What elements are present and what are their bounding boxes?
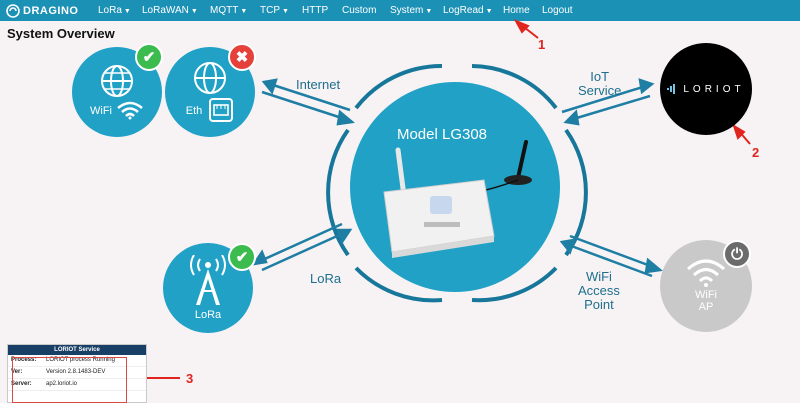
loriot-service-node: LORIOT: [660, 43, 752, 135]
wifi-signal-icon: [117, 101, 143, 120]
caret-down-icon: ▼: [190, 8, 198, 15]
annotation-2: 2: [752, 145, 760, 160]
nav-http[interactable]: HTTP: [302, 5, 329, 16]
gateway-device-image: [383, 140, 532, 258]
model-title: Model LG308: [396, 126, 488, 143]
wifi-label: WiFi: [90, 105, 112, 117]
caret-down-icon: ▼: [485, 8, 493, 15]
wifi-signal-icon: [687, 259, 725, 287]
top-navbar: DRAGINO LoRa▼ LoRaWAN▼ MQTT▼ TCP▼ HTTP C…: [0, 0, 800, 21]
nav-custom[interactable]: Custom: [342, 5, 377, 16]
brand-name: DRAGINO: [23, 4, 79, 17]
wifi-access-point-label: WiFi Access Point: [578, 269, 620, 312]
caret-down-icon: ▼: [123, 8, 131, 15]
lora-node-label: LoRa: [194, 309, 222, 321]
globe-icon: [194, 62, 226, 94]
lora-link-label: LoRa: [310, 271, 342, 286]
highlight-box: [12, 357, 127, 403]
ethernet-port-icon: [209, 98, 234, 122]
radio-tower-icon: [190, 255, 226, 305]
eth-label: Eth: [185, 105, 203, 117]
nav-lora[interactable]: LoRa▼: [98, 5, 131, 16]
nav-logout[interactable]: Logout: [542, 5, 573, 16]
lora-status-ok-icon: ✔: [228, 243, 256, 271]
annotation-3: 3: [186, 371, 194, 386]
nav-lorawan[interactable]: LoRaWAN▼: [142, 5, 198, 16]
table-row: Ver: Version 2.8.1483-DEV: [8, 367, 146, 379]
globe-icon: [101, 65, 133, 97]
dragino-logo-icon: [6, 3, 20, 18]
nav-system[interactable]: System▼: [390, 5, 433, 16]
internet-label: Internet: [296, 77, 341, 92]
caret-down-icon: ▼: [425, 8, 433, 15]
page-title: System Overview: [7, 26, 115, 41]
service-panel-title: LORIOT Service: [8, 345, 146, 355]
iot-service-label: IoT Service: [578, 69, 622, 98]
table-row: Server: ap2.loriot.io: [8, 379, 146, 391]
nav-mqtt[interactable]: MQTT▼: [210, 5, 248, 16]
nav-logread[interactable]: LogRead▼: [443, 5, 493, 16]
brand[interactable]: DRAGINO: [6, 0, 96, 21]
nav-home[interactable]: Home: [503, 5, 530, 16]
loriot-logo-text: LORIOT: [683, 83, 745, 95]
wifi-node: WiFi: [72, 47, 162, 137]
loriot-logo-icon: [667, 84, 676, 94]
eth-status-error-icon: ✖: [228, 43, 256, 71]
wifi-ap-label: WiFi AP: [695, 289, 717, 313]
nav-tcp[interactable]: TCP▼: [260, 5, 289, 16]
annotation-1: 1: [538, 37, 546, 52]
caret-down-icon: ▼: [282, 8, 289, 15]
power-icon: ⏻: [723, 240, 751, 268]
table-row: Process: LORIOT process Running: [8, 355, 146, 367]
loriot-service-panel: LORIOT Service Process: LORIOT process R…: [7, 344, 147, 403]
wifi-status-ok-icon: ✔: [135, 43, 163, 71]
caret-down-icon: ▼: [240, 8, 248, 15]
